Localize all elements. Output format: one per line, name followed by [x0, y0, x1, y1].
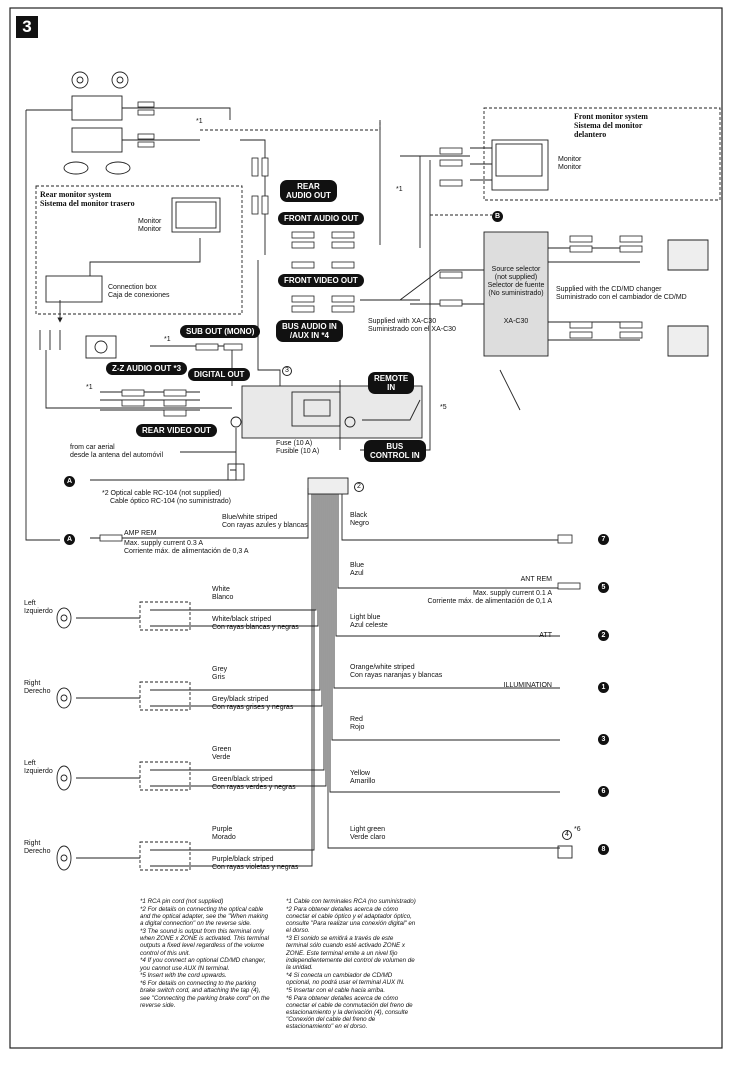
marker-circle-3: 3 — [282, 366, 292, 376]
wire-destination-number: 8 — [598, 844, 609, 855]
wire-function-label: ILLUMINATION — [503, 682, 553, 689]
circle-letter-a: A — [64, 534, 75, 545]
source-selector-label: Source selector (not supplied) Selector … — [487, 266, 545, 297]
footnotes-english: *1 RCA pin cord (not supplied)*2 For det… — [140, 898, 270, 1010]
wire-destination-number: 5 — [598, 582, 609, 593]
wire-destination-number: 1 — [598, 682, 609, 693]
marker-circle-2: 2 — [354, 482, 364, 492]
footnote-item: *4 If you connect an optional CD/MD chan… — [140, 957, 266, 972]
wire-destination-number: 3 — [598, 734, 609, 745]
bus-audio-in-label: BUS AUDIO IN/AUX IN *4 — [276, 320, 343, 342]
footnote-item: *5 Insertar con el cable hacia arriba. — [286, 986, 386, 994]
zz-audio-out-label: Z-Z AUDIO OUT *3 — [106, 362, 188, 375]
circle-letter-b: B — [492, 211, 503, 222]
front-video-out-label: FRONT VIDEO OUT — [278, 274, 364, 287]
front-audio-out-label: FRONT AUDIO OUT — [278, 212, 365, 225]
optical-cable-note: *2 Optical cable RC-104 (not supplied)Ca… — [102, 490, 231, 505]
wire-destination-number: 6 — [598, 786, 609, 797]
footnote-item: *6 For details on connecting to the park… — [140, 980, 270, 1009]
footnote-item: *1 Cable con terminales RCA (no suminist… — [286, 898, 416, 905]
marker-star6: *6 — [574, 826, 581, 833]
footnotes-spanish: *1 Cable con terminales RCA (no suminist… — [286, 898, 416, 1031]
wire-destination-number: 7 — [598, 534, 609, 545]
footnote-item: *2 Para obtener detalles acerca de cómo … — [286, 905, 416, 935]
marker-star1: *1 — [396, 186, 403, 193]
wire-function-label: ATT — [539, 632, 552, 639]
amp-rem-name: AMP REM — [124, 530, 157, 537]
digital-out-label: DIGITAL OUT — [188, 368, 251, 381]
footnote-item: *5 Insert with the cord upwards. — [140, 972, 227, 980]
footnote-item: *3 El sonido se emitirá a través de este… — [286, 935, 415, 972]
marker-star1: *1 — [86, 384, 93, 391]
footnote-item: *3 The sound is output from this termina… — [140, 928, 269, 957]
footnote-item: *1 RCA pin cord (not supplied) — [140, 898, 224, 905]
front-monitor-title: Front monitor system Sistema del monitor… — [574, 112, 648, 139]
marker-circle-4: 4 — [562, 830, 572, 840]
section-number-badge: 3 — [16, 16, 38, 38]
marker-star1: *1 — [164, 336, 171, 343]
rear-video-out-label: REAR VIDEO OUT — [136, 424, 217, 437]
wire-function-label: ANT REM — [520, 576, 552, 583]
wire-destination-number: 2 — [598, 630, 609, 641]
marker-star1: *1 — [196, 118, 203, 125]
xa-c30-name: XA-C30 — [503, 318, 529, 325]
footnote-item: *6 Para obtener detalles acerca de cómo … — [286, 994, 413, 1031]
circle-letter-a: A — [64, 476, 75, 487]
rear-monitor-title: Rear monitor system Sistema del monitor … — [40, 190, 135, 208]
footnote-item: *4 Si conecta un cambiador de CD/MD opci… — [286, 971, 405, 987]
fuse-label: Fuse (10 A)Fusible (10 A) — [276, 440, 320, 455]
marker-star5: *5 — [440, 404, 447, 411]
footnote-item: *2 For details on connecting the optical… — [140, 905, 269, 928]
sub-out-label: SUB OUT (MONO) — [180, 325, 261, 338]
